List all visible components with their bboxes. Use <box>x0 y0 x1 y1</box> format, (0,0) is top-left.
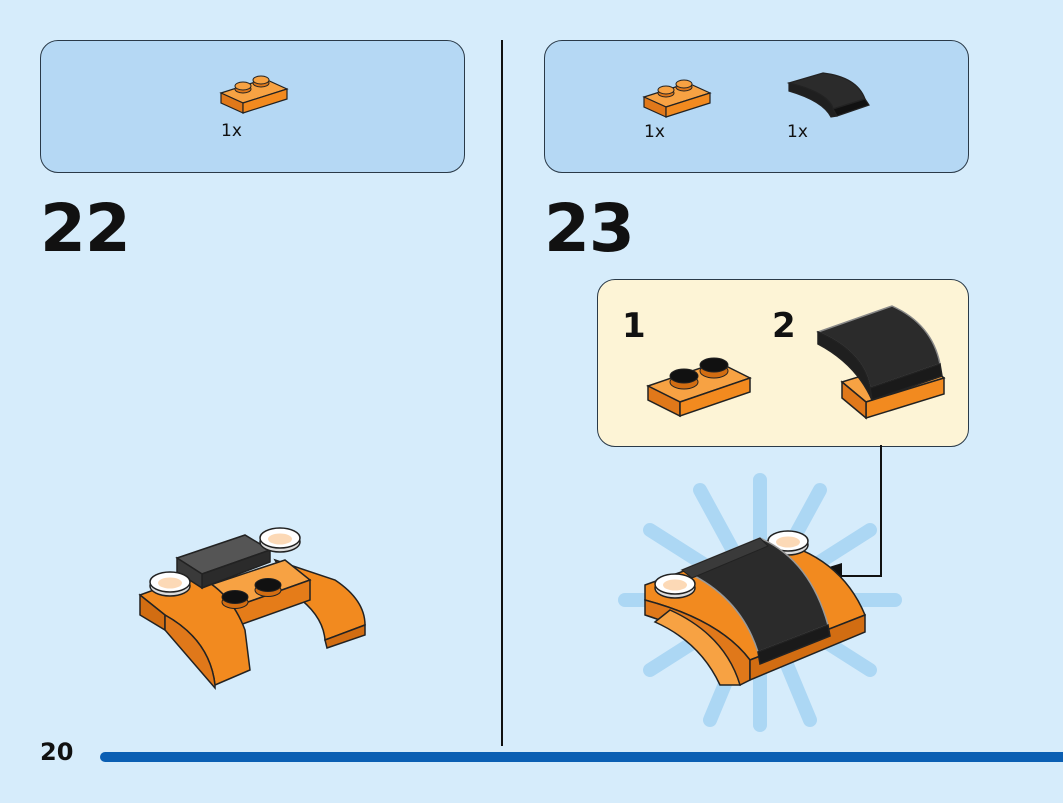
sub-step-number: 1 <box>622 306 646 346</box>
page-divider <box>501 40 503 746</box>
orange-plate-1x2-icon <box>646 357 752 418</box>
step-number: 22 <box>40 190 131 267</box>
orange-plate-1x2-icon <box>219 75 289 114</box>
step-22-assembly-illustration <box>138 527 366 691</box>
parts-list-step-22: 1x <box>40 40 465 173</box>
part-qty: 1x <box>787 122 808 142</box>
part-qty: 1x <box>221 121 242 141</box>
orange-plate-1x2-icon <box>642 79 712 118</box>
black-curved-slope-icon <box>786 72 870 118</box>
sub-assembly-callout: 1 2 <box>597 279 969 447</box>
step-number: 23 <box>544 190 635 267</box>
black-slope-on-orange-plate-icon <box>815 305 946 420</box>
page-number: 20 <box>40 738 74 766</box>
progress-bar <box>100 752 1063 762</box>
part-qty: 1x <box>644 122 665 142</box>
step-23-assembly-illustration <box>618 473 902 732</box>
sub-step-number: 2 <box>772 306 796 346</box>
parts-list-step-23: 1x 1x <box>544 40 969 173</box>
